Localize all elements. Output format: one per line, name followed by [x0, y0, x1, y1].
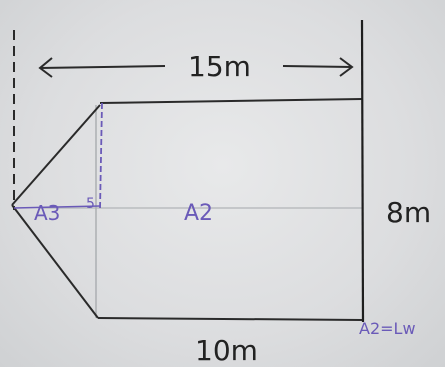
triangle-height-line: [99, 102, 103, 211]
right-arrowhead: [339, 57, 354, 77]
right-vertical-edge: [360, 19, 365, 323]
top-edge: [99, 98, 363, 104]
bottom-slant-edge: [11, 204, 99, 319]
bottom-edge: [97, 317, 363, 321]
top-dimension-label: 15m: [188, 50, 251, 83]
triangle-base-line: [13, 205, 101, 209]
top-dimension-arrow-left: [39, 65, 166, 69]
bottom-dimension-label: 10m: [195, 334, 258, 367]
triangle-area-label: A3: [34, 201, 60, 225]
right-area-note: A2=Lw: [359, 319, 416, 338]
middle-area-label: A2: [184, 201, 213, 226]
top-dimension-arrow-right: [282, 65, 353, 68]
right-dimension-label: 8m: [386, 196, 431, 229]
left-arrowhead: [38, 57, 53, 78]
top-slant-edge: [11, 104, 101, 206]
angle-note-label: 5: [86, 196, 95, 212]
